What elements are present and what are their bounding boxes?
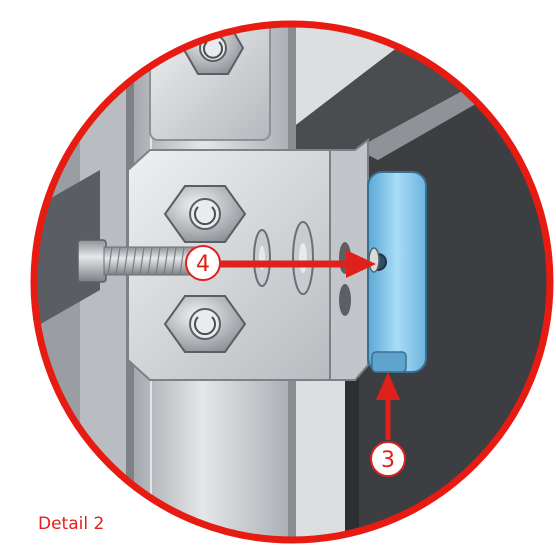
flat-washer: [292, 221, 314, 295]
assembly-arrow-3: [376, 372, 400, 440]
callout-4-label: 4: [196, 252, 210, 277]
callout-4: 4: [185, 245, 221, 281]
callout-3: 3: [370, 441, 406, 477]
hex-bolt: [77, 239, 197, 283]
detail-ring: [30, 20, 554, 544]
bracket-nut-lower: [163, 295, 247, 353]
detail-caption: Detail 2: [38, 514, 105, 534]
lock-washer: [253, 229, 271, 287]
assembly-arrow-4: [220, 250, 376, 278]
callout-3-label: 3: [381, 448, 395, 473]
bracket-nut-upper: [163, 185, 247, 243]
channel-nut: [367, 171, 427, 373]
